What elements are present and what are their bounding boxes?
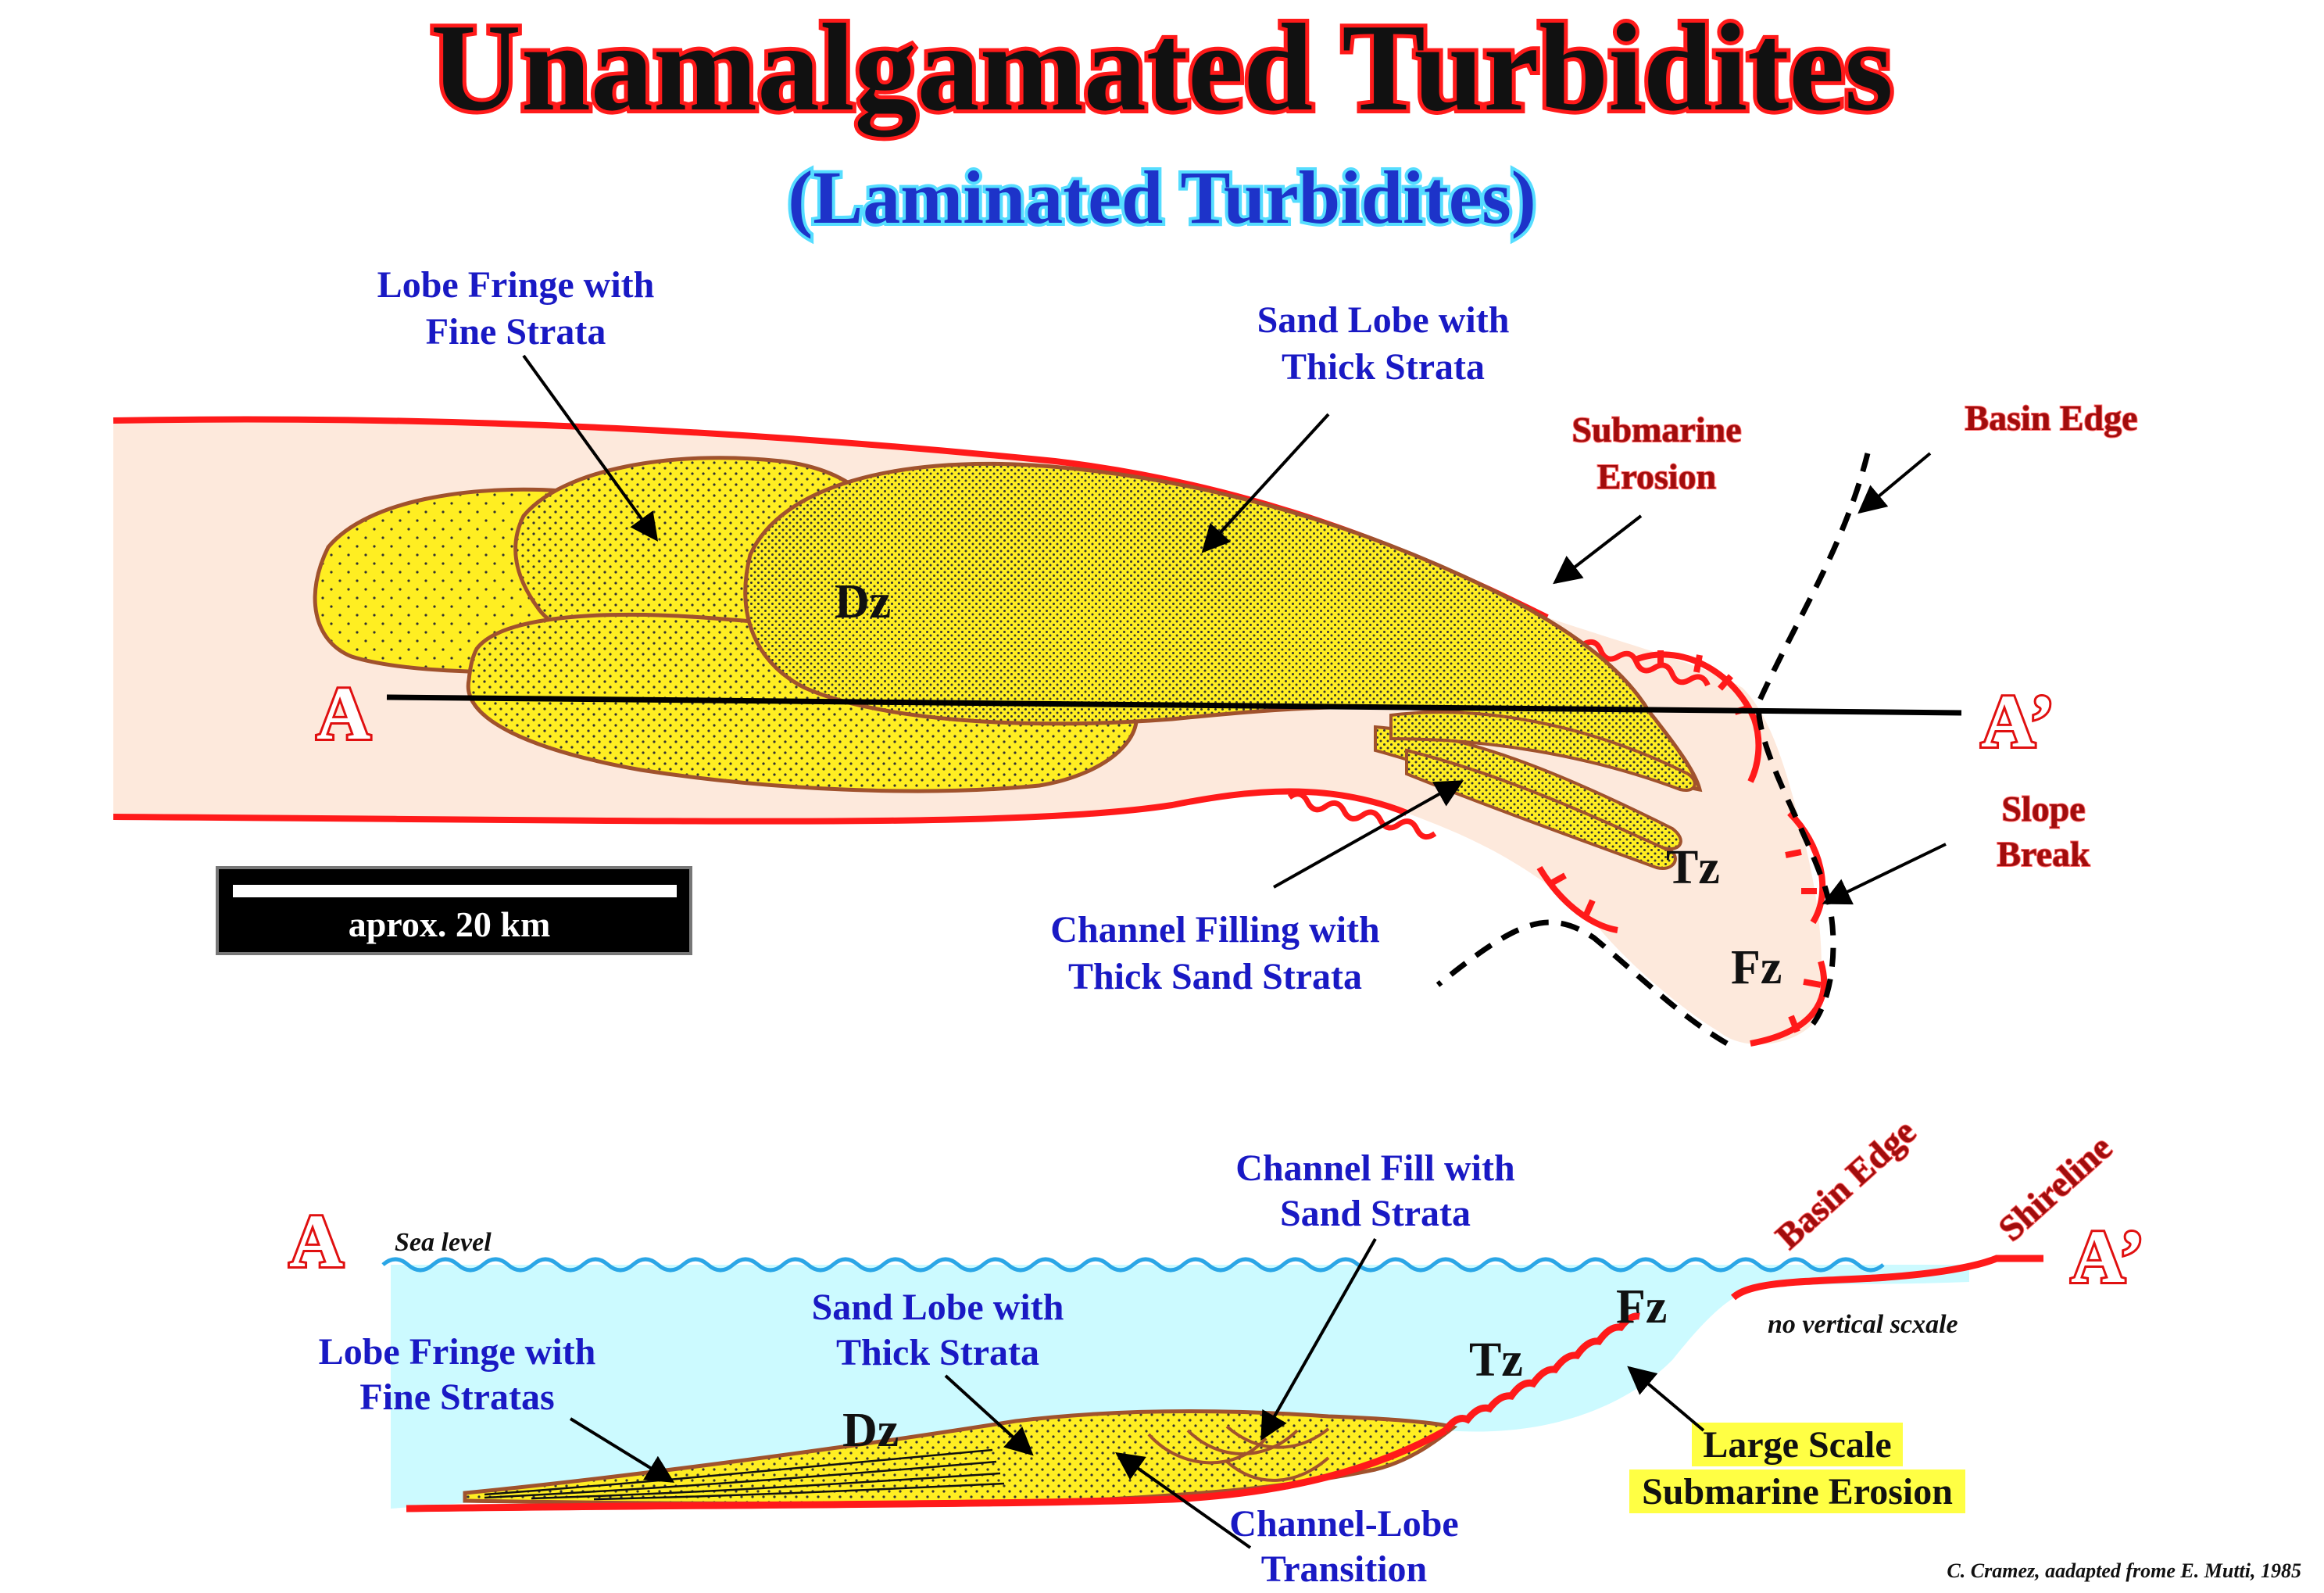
label-sand-lobe-section-line1: Sand Lobe with <box>812 1287 1064 1328</box>
label-channel-fill-line2: Sand Strata <box>1280 1193 1471 1234</box>
label-sand-lobe-line2: Thick Strata <box>1282 346 1485 388</box>
label-slope-break-line1: Slope <box>2001 789 2085 829</box>
section-laminae <box>484 1448 1005 1501</box>
section-basin-floor <box>406 1427 1448 1512</box>
scale-bar-box <box>216 866 692 955</box>
sea-level-line <box>381 1257 1885 1273</box>
section-zone-tz: Tz <box>1469 1333 1523 1387</box>
label-channel-filling-line1: Channel Filling with <box>1050 909 1379 950</box>
channel-finger-2 <box>1405 748 1677 870</box>
main-title: Unamalgamated Turbidites <box>431 0 1893 138</box>
plan-erosion-lower <box>1287 791 1437 840</box>
plan-zone-dz: Dz <box>835 575 891 628</box>
label-channel-fill-line1: Channel Fill with <box>1235 1147 1514 1189</box>
erosion-highlight-1 <box>1692 1423 1903 1466</box>
label-submarine-erosion-line1: Submarine <box>1571 410 1741 449</box>
label-channel-lobe-line2: Transition <box>1261 1548 1427 1590</box>
label-slope-break-line2: Break <box>1997 834 2090 874</box>
section-leader-arrows <box>569 1238 1705 1549</box>
label-large-erosion-line2: Submarine Erosion <box>1642 1471 1953 1512</box>
plan-view: A A’ Dz Tz Fz Lobe Fringe with Fine Stra… <box>113 264 2139 1047</box>
label-sand-lobe-line1: Sand Lobe with <box>1257 299 1510 341</box>
label-basin-edge: Basin Edge <box>1965 398 2137 438</box>
subtitle: (Laminated Turbidites) <box>788 156 1536 239</box>
label-lobe-fringe-section-line2: Fine Stratas <box>359 1376 554 1418</box>
section-endpoint-a: A <box>289 1199 343 1283</box>
label-channel-filling-line2: Thick Sand Strata <box>1068 956 1362 997</box>
section-shelf-line <box>1730 1255 2043 1301</box>
scale-bar-label: aprox. 20 km <box>349 904 551 944</box>
section-zone-fz: Fz <box>1616 1280 1667 1333</box>
label-no-vertical-scale: no vertical scxale <box>1768 1310 1958 1339</box>
plan-leader-arrows <box>522 354 1947 905</box>
label-lobe-fringe-section-line1: Lobe Fringe with <box>319 1331 596 1373</box>
label-submarine-erosion-line2: Erosion <box>1597 456 1717 496</box>
section-zone-dz: Dz <box>842 1404 899 1457</box>
label-sand-lobe-section-line2: Thick Strata <box>836 1332 1039 1373</box>
label-sea-level: Sea level <box>395 1228 492 1257</box>
label-lobe-fringe-line1: Lobe Fringe with <box>377 264 655 306</box>
label-section-basin-edge: Basin Edge <box>1768 1112 1923 1257</box>
plan-zone-fz: Fz <box>1731 941 1782 994</box>
plan-endpoint-a: A <box>316 671 370 755</box>
section-view: A A’ Sea level Channel Fill with Sand St… <box>287 1111 2147 1590</box>
plan-endpoint-a-prime: A’ <box>1981 679 2054 763</box>
erosion-highlight-2 <box>1629 1469 1965 1513</box>
plan-scarps <box>1536 650 1827 1047</box>
label-channel-lobe-line1: Channel-Lobe <box>1229 1503 1458 1545</box>
plan-bottom-boundary <box>113 788 1408 825</box>
plan-basin-edge-dashed <box>1436 453 1871 1047</box>
plan-zone-tz: Tz <box>1666 841 1720 894</box>
label-lobe-fringe-line2: Fine Strata <box>426 311 606 353</box>
label-large-erosion-line1: Large Scale <box>1703 1424 1891 1466</box>
section-water <box>391 1265 1969 1509</box>
scale-bar-line <box>233 885 677 897</box>
credit-text: C. Cramez, aadapted frome E. Mutti, 1985 <box>1947 1559 2301 1582</box>
channel-finger-3 <box>1389 711 1697 792</box>
plan-section-line <box>386 694 1962 716</box>
section-endpoint-a-prime: A’ <box>2071 1215 2144 1298</box>
section-erosion-slope <box>1443 1312 1640 1433</box>
